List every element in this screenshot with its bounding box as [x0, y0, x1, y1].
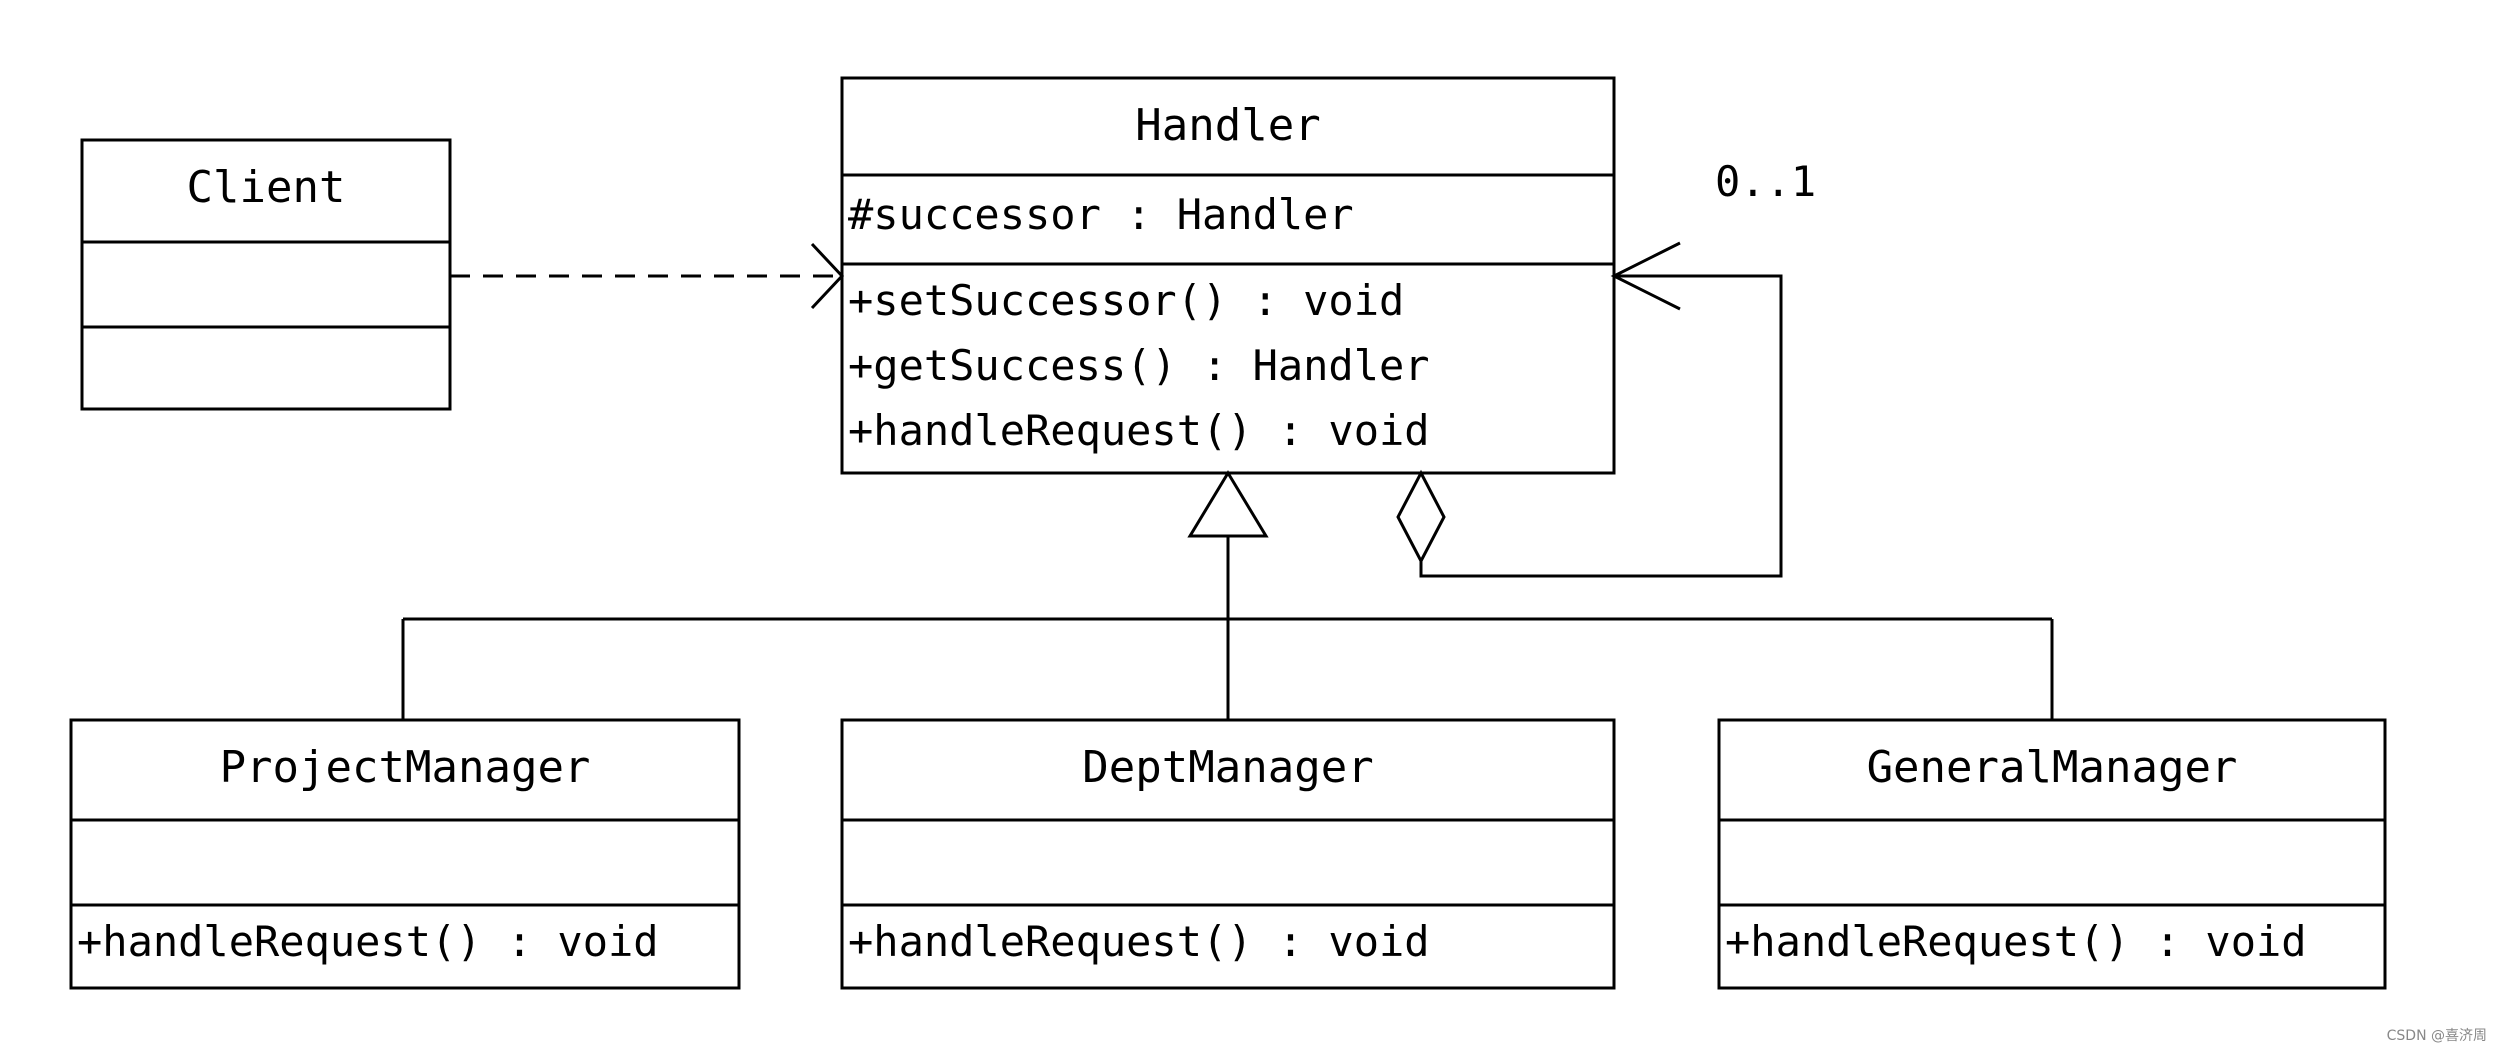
client-class-box	[80, 138, 452, 411]
multiplicity-label: 0..1	[1715, 157, 1816, 206]
client-class-name: Client	[187, 162, 346, 213]
generalmanager-operation-handlerequest: +handleRequest() : void	[1725, 917, 2307, 966]
handler-class-name: Handler	[1135, 100, 1320, 151]
handler-successor-aggregation: 0..1	[1396, 157, 1816, 578]
projectmanager-class-box	[69, 718, 741, 990]
inheritance-generalization	[401, 470, 2054, 720]
client-handler-dependency	[450, 242, 845, 310]
handler-class: Handler #successor : Handler +setSuccess…	[840, 76, 1616, 475]
handler-operation-handlerequest: +handleRequest() : void	[848, 406, 1430, 455]
handler-operation-setsuccessor: +setSuccessor() : void	[848, 276, 1404, 325]
aggregation-path-line	[1419, 274, 1783, 578]
aggregation-arrowhead-icon	[1610, 241, 1681, 311]
handler-attribute-successor: #successor : Handler	[848, 190, 1354, 239]
dependency-arrowhead-icon	[810, 242, 845, 310]
projectmanager-class: ProjectManager +handleRequest() : void	[69, 718, 741, 990]
projectmanager-operation-handlerequest: +handleRequest() : void	[77, 917, 659, 966]
aggregation-diamond-icon	[1396, 469, 1446, 565]
generalization-triangle-icon	[1187, 470, 1269, 538]
deptmanager-class: DeptManager +handleRequest() : void	[840, 718, 1616, 990]
generalmanager-class: GeneralManager +handleRequest() : void	[1717, 718, 2387, 990]
deptmanager-class-name: DeptManager	[1082, 742, 1373, 793]
generalmanager-class-box	[1717, 718, 2387, 990]
projectmanager-class-name: ProjectManager	[220, 742, 591, 793]
generalmanager-class-name: GeneralManager	[1867, 742, 2238, 793]
handler-class-box	[840, 76, 1616, 475]
client-class: Client	[80, 138, 452, 411]
watermark-text: CSDN @喜济周	[2387, 1028, 2487, 1044]
deptmanager-operation-handlerequest: +handleRequest() : void	[848, 917, 1430, 966]
handler-operation-getsuccess: +getSuccess() : Handler	[848, 341, 1430, 390]
